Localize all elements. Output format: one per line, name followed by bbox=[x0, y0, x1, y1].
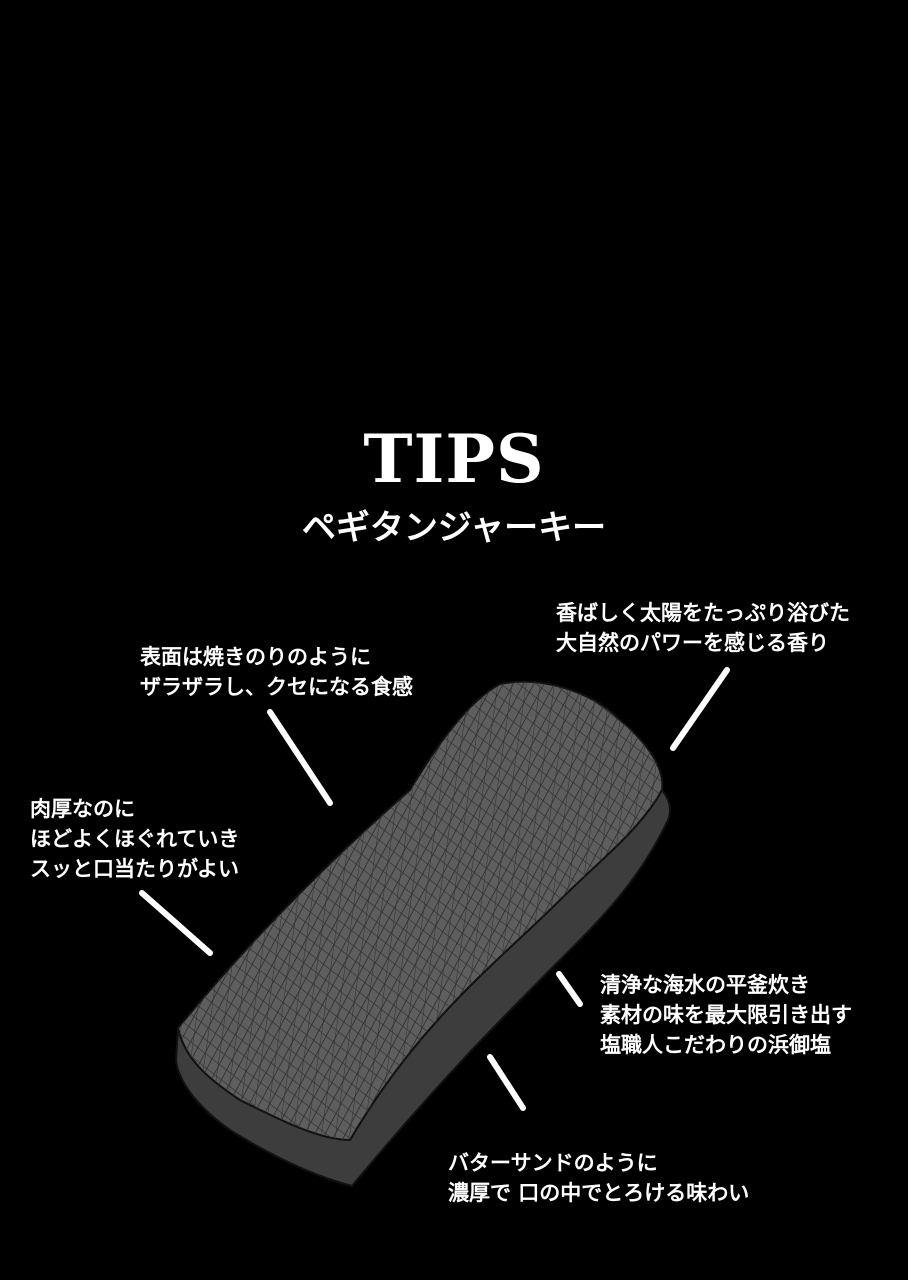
note-thickness: 肉厚なのに ほどよくほぐれていき スッと口当たりがよい bbox=[30, 794, 239, 884]
page-title: TIPS bbox=[363, 420, 545, 498]
note-salt-line: 塩職人こだわりの浜御塩 bbox=[600, 1033, 831, 1057]
note-aroma-line: 大自然のパワーを感じる香り bbox=[556, 631, 829, 655]
pointer-line-salt bbox=[556, 971, 583, 1007]
pointer-line-richness bbox=[487, 1054, 526, 1111]
note-salt-line: 素材の味を最大限引き出す bbox=[600, 1003, 852, 1027]
pointer-line-thickness bbox=[139, 890, 213, 956]
note-thickness-line: スッと口当たりがよい bbox=[30, 857, 239, 881]
note-surface-line: ザラザラし、クセになる食感 bbox=[140, 675, 413, 699]
note-richness: バターサンドのように 濃厚で 口の中でとろける味わい bbox=[448, 1148, 749, 1208]
note-aroma: 香ばしく太陽をたっぷり浴びた 大自然のパワーを感じる香り bbox=[556, 598, 850, 658]
note-thickness-line: 肉厚なのに bbox=[30, 797, 135, 821]
note-salt-line: 清浄な海水の平釜炊き bbox=[600, 973, 810, 997]
page-subtitle: ペギタンジャーキー bbox=[301, 508, 607, 548]
note-richness-line: バターサンドのように bbox=[448, 1151, 658, 1175]
note-thickness-line: ほどよくほぐれていき bbox=[30, 827, 240, 851]
note-aroma-line: 香ばしく太陽をたっぷり浴びた bbox=[556, 601, 850, 625]
note-salt: 清浄な海水の平釜炊き 素材の味を最大限引き出す 塩職人こだわりの浜御塩 bbox=[600, 970, 852, 1060]
pointer-line-aroma bbox=[670, 667, 730, 751]
note-richness-line: 濃厚で 口の中でとろける味わい bbox=[448, 1181, 750, 1205]
note-surface-line: 表面は焼きのりのように bbox=[140, 645, 371, 669]
note-surface: 表面は焼きのりのように ザラザラし、クセになる食感 bbox=[140, 642, 413, 702]
pointer-line-surface bbox=[267, 709, 333, 806]
